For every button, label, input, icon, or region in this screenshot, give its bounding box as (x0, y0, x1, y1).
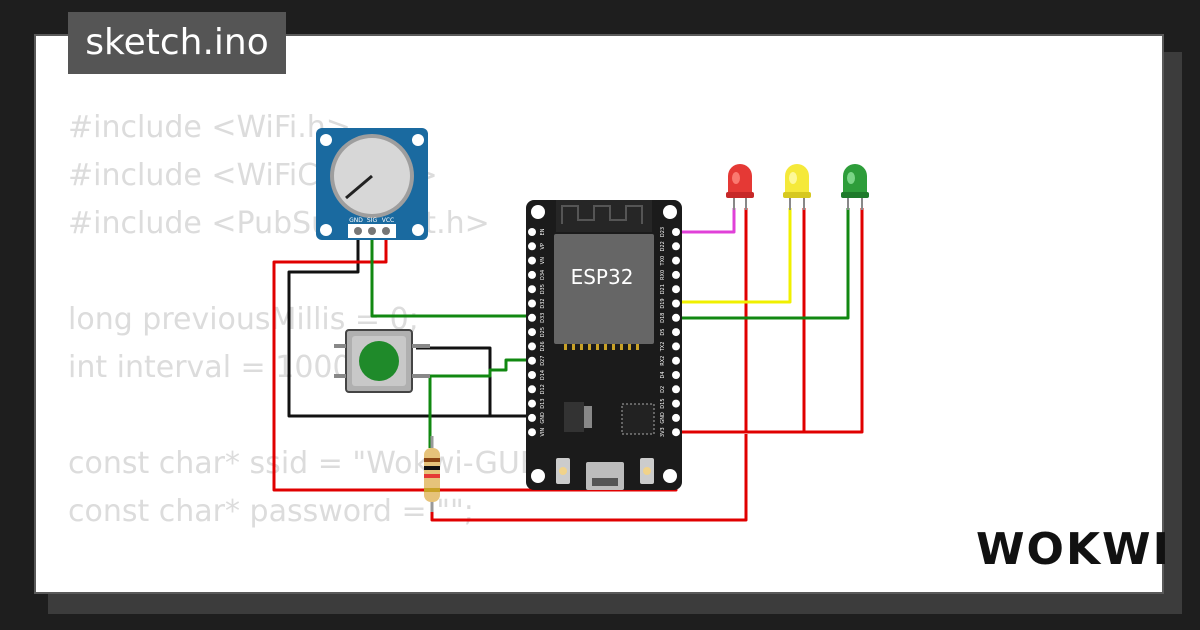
esp32-pin (528, 242, 536, 251)
esp32-pin-label: D15 (660, 398, 666, 408)
esp32-pin (672, 285, 680, 294)
esp32-pin (672, 328, 680, 337)
esp32-pin-label: D13 (540, 398, 546, 408)
esp32-pin (528, 256, 536, 265)
wire-red-led-red-cathode (676, 208, 748, 434)
code-line: const char* password = ""; (68, 494, 474, 529)
esp32-pin (672, 428, 680, 437)
esp32-pin-label: TX0 (660, 256, 666, 267)
wire-green-resistor (416, 374, 432, 448)
esp32-pin-label: D14 (540, 370, 546, 380)
esp32-pin (528, 270, 536, 279)
wire-red-led-yellow-cathode (746, 208, 806, 434)
esp32-pin-label: D35 (540, 284, 546, 294)
push-button[interactable] (334, 329, 430, 393)
wire-green-pot-sig (370, 230, 532, 318)
wire-magenta-led-red (676, 208, 736, 234)
esp32-pin (672, 242, 680, 251)
button-cap (359, 341, 399, 381)
esp32-pin-label: D32 (540, 298, 546, 308)
esp32-board[interactable]: ESP32 ENVPVND34D35D32D33D25D26D27D14D12D… (526, 200, 682, 490)
esp32-pin (528, 399, 536, 408)
wire-green-led (676, 208, 850, 320)
esp32-pin (528, 413, 536, 422)
esp32-pin (672, 299, 680, 308)
esp32-pin (672, 256, 680, 265)
esp32-pin (528, 385, 536, 394)
resistor[interactable] (424, 436, 440, 512)
esp32-pin (672, 270, 680, 279)
esp32-label: ESP32 (571, 265, 634, 289)
esp32-pin-label: EN (540, 228, 546, 235)
esp32-pin (528, 428, 536, 437)
esp32-pin-label: VP (540, 243, 546, 249)
led-yellow[interactable] (783, 164, 811, 210)
esp32-pin-label: D21 (660, 284, 666, 294)
esp32-pin-label: D26 (540, 341, 546, 351)
esp32-pin (672, 371, 680, 379)
esp32-pin-label: D2 (660, 386, 666, 393)
potentiometer[interactable]: GND SIG VCC (316, 128, 428, 240)
esp32-pin-label: RX0 (660, 270, 666, 280)
esp32-pin (672, 413, 680, 422)
esp32-pin-label: D23 (660, 227, 666, 237)
esp32-pin-label: GND (540, 412, 546, 424)
wokwi-logo: WOKWI (976, 524, 1171, 575)
wire-yellow-led (676, 208, 792, 304)
esp32-pin-label: RX2 (660, 356, 666, 366)
esp32-pin-label: D4 (660, 371, 666, 378)
esp32-pin (672, 399, 680, 408)
esp32-pin (528, 228, 536, 236)
esp32-pin-label: TX2 (660, 342, 666, 353)
esp32-pin-label: VIN (540, 428, 546, 437)
esp32-pin (528, 285, 536, 294)
esp32-pin (528, 313, 536, 322)
wire-black-pot-gnd (287, 230, 492, 418)
esp32-pin-label: D33 (540, 313, 546, 323)
esp32-pin (528, 342, 536, 351)
esp32-pin-label: D12 (540, 384, 546, 394)
esp32-pin-label: D25 (540, 327, 546, 337)
esp32-pin-label: D5 (660, 329, 666, 336)
pot-pin-label: GND (349, 217, 363, 224)
pot-pin-label: SIG (367, 217, 378, 224)
esp32-pin (528, 371, 536, 379)
esp32-pin (672, 342, 680, 351)
pot-knob-indicator (345, 174, 373, 200)
esp32-pin (672, 313, 680, 322)
led-red[interactable] (726, 164, 754, 210)
esp32-pin (528, 328, 536, 337)
esp32-pin-label: D27 (540, 356, 546, 366)
sketch-title[interactable]: sketch.ino (68, 12, 286, 74)
code-line: const char* mqtt_server = "broker.hivemq… (68, 584, 802, 592)
esp32-pin-label: D18 (660, 313, 666, 323)
wire-green-button (416, 358, 532, 378)
esp32-pin-label: 3V3 (660, 427, 666, 437)
pot-pin-label: VCC (382, 217, 394, 224)
esp32-pin-label: D19 (660, 298, 666, 308)
esp32-pin (672, 356, 680, 365)
esp32-pin (528, 356, 536, 365)
esp32-pin (672, 228, 680, 236)
esp32-pin (672, 385, 680, 394)
esp32-pin-label: VN (540, 257, 546, 264)
wire-red-led-green-cathode (804, 208, 864, 434)
led-green[interactable] (841, 164, 869, 210)
esp32-pin (528, 299, 536, 308)
esp32-pin-label: D22 (660, 241, 666, 251)
code-line: long previousMillis = 0; (68, 302, 419, 337)
esp32-pin-label: D34 (540, 270, 546, 280)
esp32-pin-label: GND (660, 412, 666, 424)
